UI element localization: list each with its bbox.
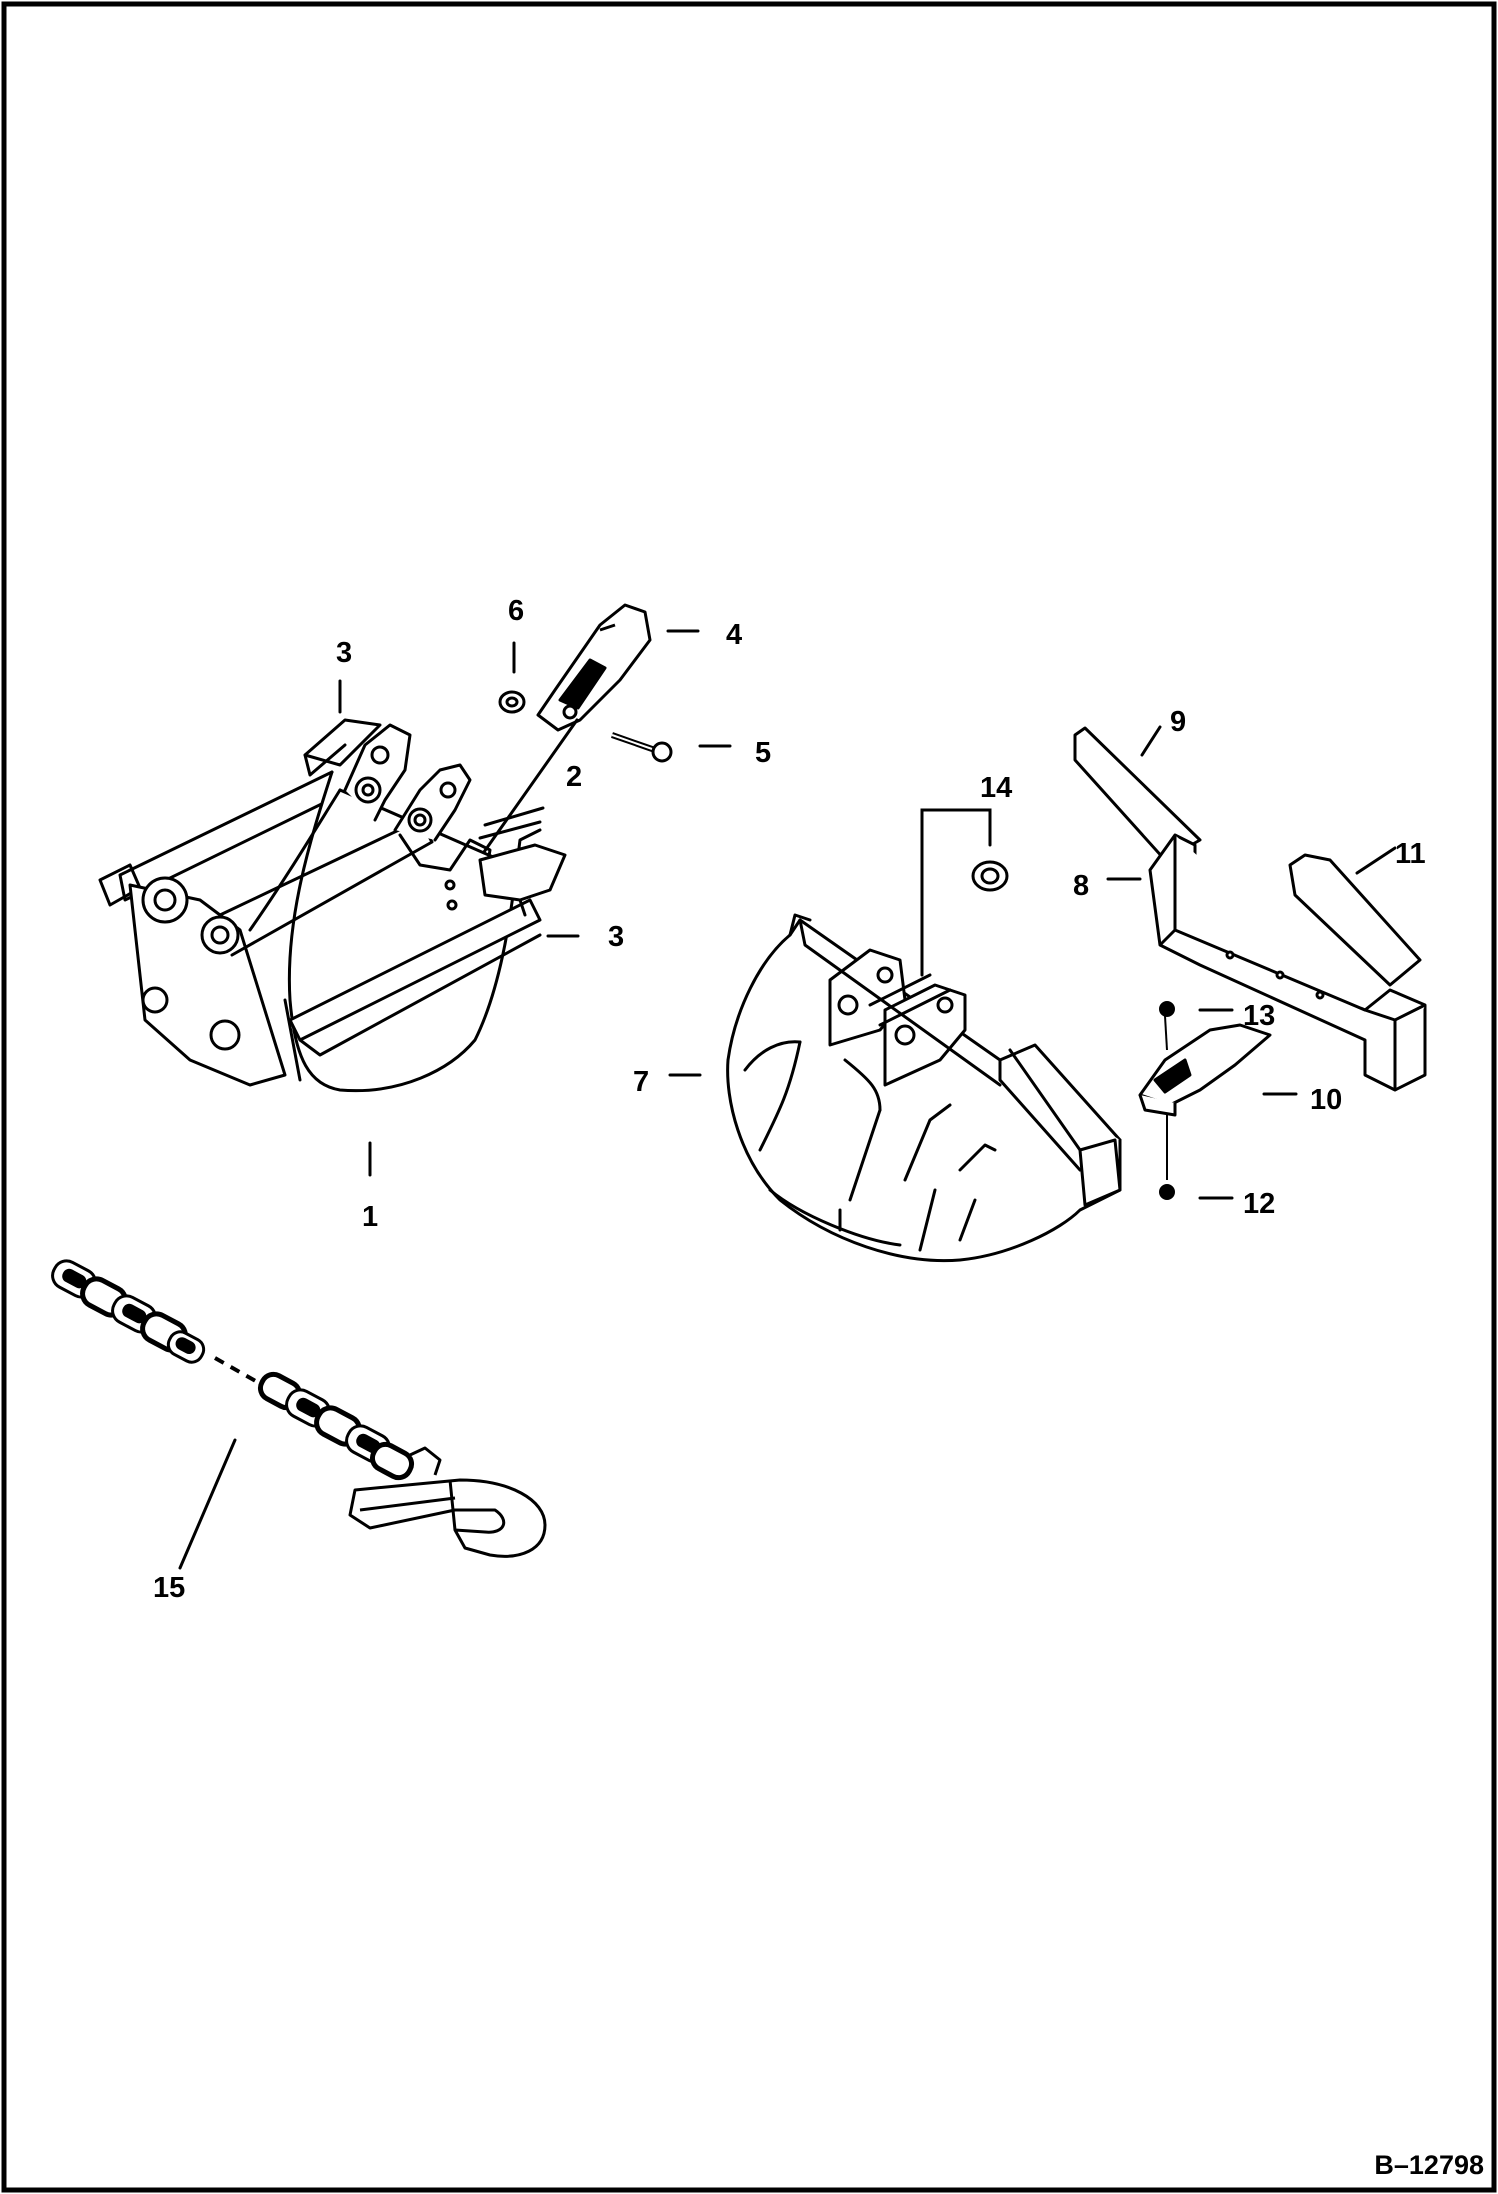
adapter-nut — [1159, 1001, 1175, 1051]
callout-13: 13 — [1243, 1000, 1275, 1032]
callout-3b: 3 — [608, 921, 624, 953]
chain-links-upper — [51, 1259, 206, 1364]
callout-15: 15 — [153, 1572, 185, 1604]
callout-6: 6 — [508, 595, 524, 627]
callout-2: 2 — [566, 761, 582, 793]
figure-reference: B–12798 — [1374, 2150, 1484, 2180]
tooth-nut — [498, 690, 526, 714]
tooth-adapter — [1138, 1023, 1272, 1117]
callout-1: 1 — [362, 1201, 378, 1233]
grab-hook — [348, 1446, 547, 1558]
callout-4: 4 — [726, 619, 742, 651]
callouts: 1 2 3 3 4 5 6 7 8 9 10 11 12 13 14 15 — [153, 595, 1426, 1604]
leader-lines — [178, 629, 1397, 1570]
chain-with-hook — [51, 1259, 547, 1558]
bucket-tooth — [536, 603, 652, 732]
callout-12: 12 — [1243, 1188, 1275, 1220]
callout-9: 9 — [1170, 706, 1186, 738]
wide-bucket — [726, 913, 1122, 1263]
trenching-bucket — [98, 718, 567, 1093]
callout-14: 14 — [980, 772, 1012, 804]
callout-10: 10 — [1310, 1084, 1342, 1116]
callout-7: 7 — [633, 1066, 649, 1098]
chain-links-lower — [257, 1371, 415, 1481]
callout-8: 8 — [1073, 870, 1089, 902]
adapter-bolt — [1159, 1115, 1175, 1200]
tooth-bolt — [611, 732, 673, 763]
side-cutter-bracket — [1073, 726, 1427, 1092]
callout-5: 5 — [755, 737, 771, 769]
callout-11: 11 — [1395, 838, 1426, 870]
callout-3a: 3 — [336, 637, 352, 669]
bucket-bushing — [971, 860, 1009, 892]
